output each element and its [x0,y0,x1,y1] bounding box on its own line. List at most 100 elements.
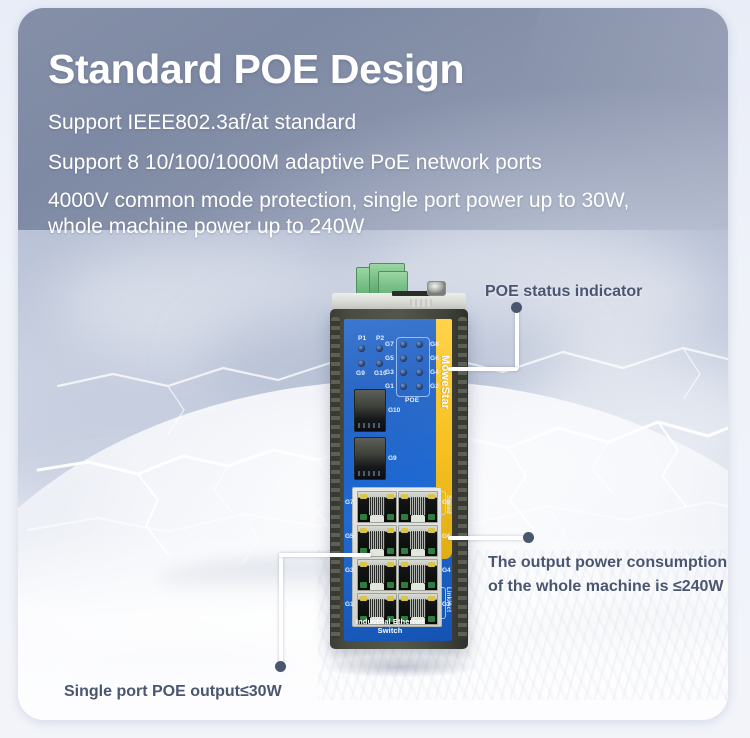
port-led [360,616,367,622]
port-led [428,562,435,567]
port-led [387,528,394,533]
rj45-label: G3 [345,567,354,574]
rj45-port [357,593,397,625]
rj45-contacts [410,565,426,583]
poe-switch-device: MoweStar P1 P2 G9 G10 [326,263,471,665]
rj45-contacts [369,531,385,549]
sfp-pins [358,423,382,428]
status-led [376,345,383,352]
rj45-tab [370,583,384,590]
port-led [428,548,435,554]
sfp-slot [354,437,386,480]
vent-grille [410,299,432,307]
rj45-tab [370,515,384,522]
device-model-text: Industrial Ethernet Switch [355,617,425,635]
port-led [428,528,435,533]
status-led [358,345,365,352]
device-faceplate: MoweStar P1 P2 G9 G10 [344,319,452,641]
poe-led [400,341,407,348]
port-led [428,616,435,622]
din-rail-slot [392,291,438,296]
port-led [387,548,394,554]
port-led [360,528,367,533]
rj45-port [398,491,438,523]
sfp-label-g10: G10 [388,407,401,414]
port-led [401,528,408,533]
rj45-port [398,593,438,625]
port-led [360,562,367,567]
rj45-contacts [410,497,426,515]
legend-bracket [440,587,446,619]
port-led [401,548,408,554]
callout-dot [523,532,534,543]
port-led [428,596,435,601]
poe-led-label: G3 [385,369,395,376]
port-led [428,514,435,520]
port-led [360,582,367,588]
port-led [428,582,435,588]
callout-leader-line [279,553,371,557]
feature-card: MoweStar P1 P2 G9 G10 [18,8,728,720]
poe-led [416,383,423,390]
heatsink-fins [458,317,467,639]
poe-led-label: G1 [385,383,395,390]
feature-line-3: 4000V common mode protection, single por… [48,189,630,238]
callout-leader-line [448,536,528,540]
status-led [376,360,383,367]
page-title: Standard POE Design [48,46,465,92]
sfp-slot [354,389,386,432]
port-led [387,582,394,588]
rj45-port-block [352,487,442,627]
led-label-p2: P2 [376,335,385,342]
poe-group-label: POE [405,397,420,404]
legend-speed: Speed [445,495,451,515]
port-led [387,596,394,601]
status-led [358,360,365,367]
poe-led-label: G2 [430,383,440,390]
port-led [401,494,408,499]
port-led [428,494,435,499]
poe-led-label: G4 [430,369,440,376]
port-led [387,562,394,567]
rj45-contacts [369,497,385,515]
sfp-pins [358,471,382,476]
led-label-g10: G10 [374,370,387,377]
callout-leader-line [515,308,519,370]
port-led [387,514,394,520]
led-label-g9: G9 [356,370,366,377]
port-led [360,548,367,554]
callout-dot [275,661,286,672]
callout-dot [511,302,522,313]
heatsink-fins [331,317,340,639]
port-led [401,596,408,601]
led-label-p1: P1 [358,335,367,342]
poe-led-label: G7 [385,341,395,348]
callout-leader-line [448,367,518,371]
rj45-contacts [410,599,426,617]
rj45-label: G2 [442,601,451,608]
poe-led-label: G6 [430,355,440,362]
port-led [401,562,408,567]
callout-whole-machine-output: The output power consumption of the whol… [488,554,728,595]
poe-led [400,369,407,376]
device-shadow [323,656,478,678]
poe-led [416,355,423,362]
ground-screw-icon [427,281,446,296]
port-led [401,616,408,622]
legend-link-act: Link/Act [445,587,451,613]
poe-led-label: G8 [430,341,440,348]
rj45-label: G5 [345,533,354,540]
port-led [360,494,367,499]
brand-name: MoweStar [439,354,451,410]
rj45-tab [411,617,425,624]
poe-led [416,341,423,348]
rj45-label: G7 [345,499,354,506]
rj45-tab [370,549,384,556]
callout-single-port-output: Single port POE output≤30W [64,683,282,700]
feature-line-1: Support IEEE802.3af/at standard [48,111,357,134]
port-led [401,514,408,520]
poe-led [400,355,407,362]
rj45-label: G6 [442,533,451,540]
rj45-port [357,525,397,557]
